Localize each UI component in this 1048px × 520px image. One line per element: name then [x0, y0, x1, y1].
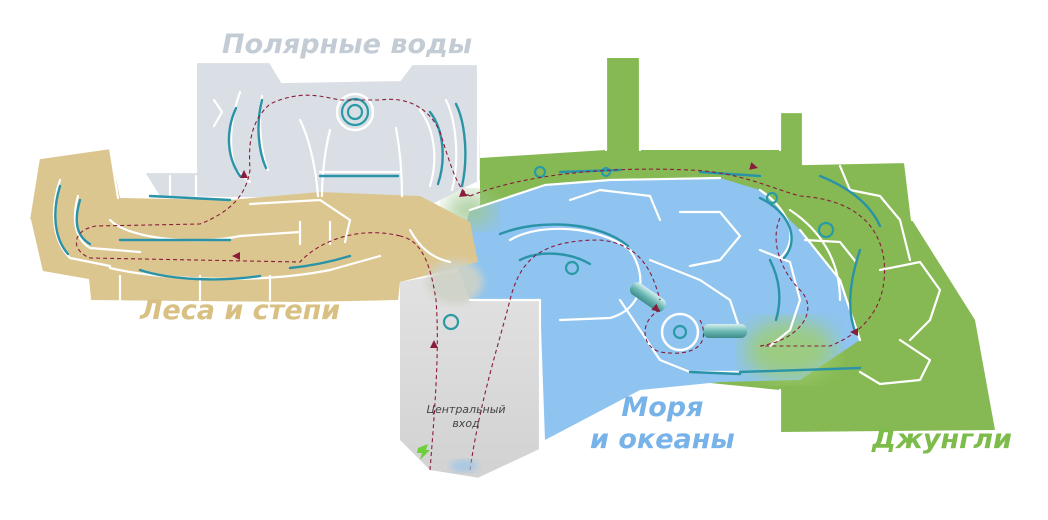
- entrance-label-line2: вход: [452, 417, 480, 430]
- walls: [28, 56, 942, 480]
- zone-label-seas: Моря и океаны: [590, 392, 735, 456]
- visitor-route: [75, 94, 886, 471]
- zone-label-seas-line1: Моря: [621, 392, 704, 423]
- glass-tunnels: [629, 282, 747, 338]
- zone-label-seas-line2: и океаны: [590, 424, 735, 455]
- entrance-hall: [400, 270, 540, 478]
- round-pools: [335, 92, 835, 352]
- entrance-label: Центральный вход: [400, 403, 532, 431]
- entrance-marker-icon: [417, 444, 478, 472]
- water-edges: [54, 98, 882, 376]
- entrance-label-line1: Центральный: [426, 403, 506, 416]
- zone-label-forest: Леса и степи: [140, 295, 341, 326]
- zone-label-polar: Полярные воды: [222, 29, 473, 60]
- forest-zone: [30, 148, 483, 304]
- route-arrow-icon: [232, 162, 858, 348]
- zone-label-jungle: Джунгли: [872, 424, 1012, 455]
